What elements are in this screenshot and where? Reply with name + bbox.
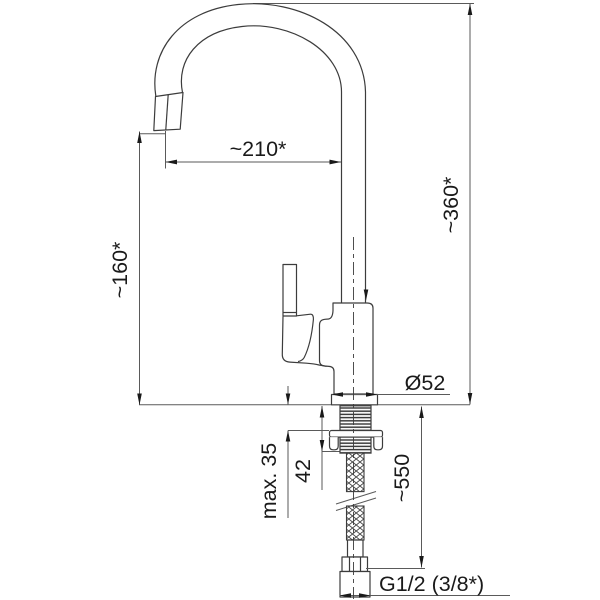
spout-tip <box>153 91 184 132</box>
supply-hose <box>335 452 377 541</box>
threaded-shank <box>339 405 372 432</box>
connector-nut <box>339 570 371 598</box>
shank-length-label: 42 <box>291 459 315 483</box>
dim-hose-length: ~550 <box>366 406 425 569</box>
hose-break <box>335 491 377 511</box>
dim-shank-length: 42 <box>291 406 340 490</box>
hex-fitting <box>341 556 369 573</box>
base-diameter-label: Ø52 <box>405 371 446 395</box>
gooseneck-spout <box>154 3 367 303</box>
mounting-nut <box>328 429 384 454</box>
dim-connection-thread: G1/2 (3/8*) <box>339 572 510 598</box>
faucet-body <box>318 289 374 395</box>
riser-marker-arrow <box>363 289 369 301</box>
thread-size-label: G1/2 (3/8*) <box>379 572 484 596</box>
dim-spout-height: ~160* <box>108 131 166 405</box>
dim-overall-height: ~360* <box>253 3 474 405</box>
dim-base-diameter: Ø52 <box>331 371 450 397</box>
base-flange <box>330 393 379 406</box>
hose-length-label: ~550 <box>390 454 414 502</box>
overall-height-label: ~360* <box>439 176 463 233</box>
hose-collar <box>346 539 364 558</box>
spout-reach-label: ~210* <box>230 137 287 161</box>
handle-lever <box>281 263 327 367</box>
dim-max-thickness: max. 35 <box>257 386 329 519</box>
max-thickness-label: max. 35 <box>257 443 281 520</box>
spout-height-label: ~160* <box>108 241 132 298</box>
dim-spout-reach: ~210* <box>165 131 341 169</box>
